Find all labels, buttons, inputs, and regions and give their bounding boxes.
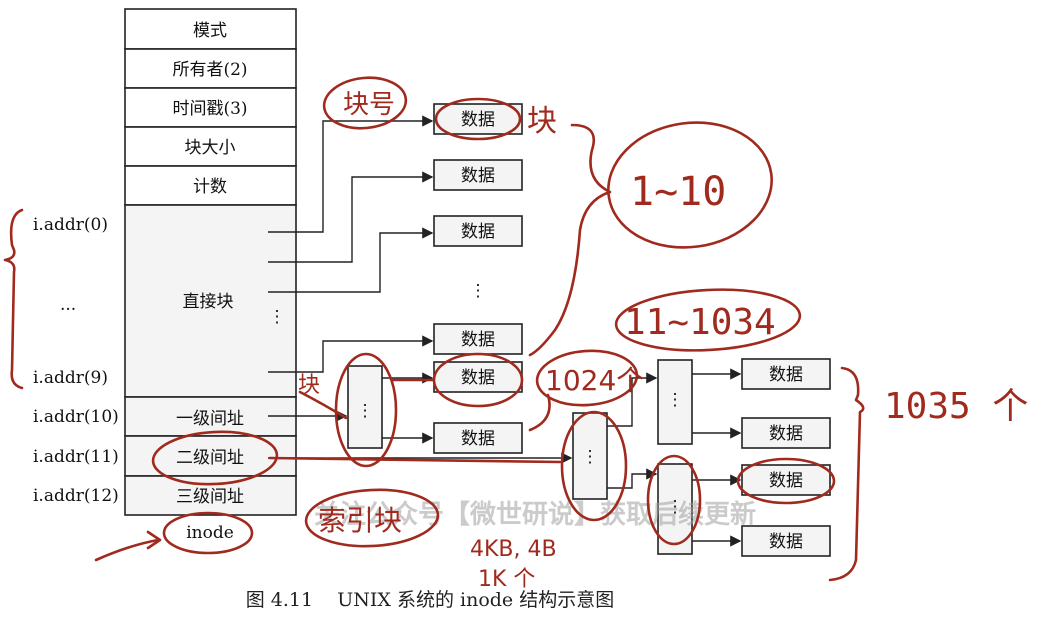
address-labels: i.addr(0) ... i.addr(9) i.addr(10) i.add… <box>33 215 119 506</box>
single-range-note: 11~1034 <box>624 302 776 343</box>
total-brace <box>828 366 865 582</box>
double-index-1-dots: ⋮ <box>582 447 599 467</box>
block-note: 块 <box>527 104 557 139</box>
double-index-circle <box>560 410 628 522</box>
direct-range-brace <box>528 123 612 357</box>
block-number-note: 块号 <box>343 90 395 120</box>
handwritten-annotations: 块号 块 1~10 11~1034 1024个 块 1035 个 <box>3 76 1028 592</box>
addr-label-9: i.addr(9) <box>33 368 108 388</box>
triple-indirect-label: 三级间址 <box>176 487 244 507</box>
field-mode-cell <box>124 8 297 50</box>
data-block-6-label: 数据 <box>461 429 495 449</box>
single-index-block <box>347 365 383 449</box>
size-note-2: 1K 个 <box>478 567 535 592</box>
data-block-8-label: 数据 <box>769 424 803 444</box>
field-timestamp-label: 时间戳(3) <box>172 99 247 119</box>
data-block-1 <box>433 103 523 135</box>
direct-blocks-cell <box>124 204 297 398</box>
inode-circle <box>162 511 254 555</box>
data-block-6 <box>433 422 523 454</box>
field-count-label: 计数 <box>193 177 227 197</box>
index-block-circle <box>304 488 440 548</box>
direct-pointer-arrows: ⋮ <box>268 115 487 373</box>
single-index-circle <box>334 352 398 468</box>
data-block-3-label: 数据 <box>461 222 495 242</box>
data-block-7 <box>741 358 831 390</box>
figure-caption: 图 4.11 UNIX 系统的 inode 结构示意图 <box>246 589 614 611</box>
double-indirect-structure: ⋮ ⋮ ⋮ 数据 数据 数据 数据 <box>268 358 831 557</box>
data-block-7-label: 数据 <box>769 365 803 385</box>
data-block-4 <box>433 323 523 355</box>
data-block-9-circle <box>736 457 836 505</box>
field-owner-cell <box>124 48 297 89</box>
field-blocksize-label: 块大小 <box>185 138 236 158</box>
count-1024-circle <box>535 349 639 407</box>
data-block-1-circle <box>434 97 522 141</box>
double-index-2-dots: ⋮ <box>667 390 684 410</box>
data-block-10-label: 数据 <box>769 532 803 552</box>
data-block-5-label: 数据 <box>461 368 495 388</box>
inode-label: inode <box>186 523 234 543</box>
total-count-note: 1035 个 <box>884 386 1028 427</box>
double-indirect-label: 二级间址 <box>176 448 244 468</box>
single-pointer-ink <box>298 390 348 420</box>
data-block-10 <box>741 525 831 557</box>
direct-range-circle <box>607 121 773 249</box>
data-block-3 <box>433 215 523 247</box>
double-pointer-ink <box>268 456 562 464</box>
data-block-9-label: 数据 <box>769 471 803 491</box>
addr-label-10: i.addr(10) <box>33 407 119 427</box>
triple-indirect-cell <box>124 475 297 516</box>
addr-label-ellipsis: ... <box>60 295 76 315</box>
block-number-circle <box>322 76 408 130</box>
left-brace-mark <box>3 208 24 390</box>
field-mode-label: 模式 <box>193 21 227 41</box>
single-index-dots: ⋮ <box>357 401 374 421</box>
watermark-text: 关注公众号【微世研说】获取后续更新 <box>314 499 756 530</box>
data-block-8 <box>741 417 831 449</box>
data-block-2 <box>433 159 523 191</box>
count-1024-note: 1024个 <box>545 364 644 397</box>
data-block-2-label: 数据 <box>461 166 495 186</box>
double-index-3-dots: ⋮ <box>667 497 684 517</box>
data-block-9 <box>741 464 831 496</box>
data-block-1-label: 数据 <box>461 110 495 130</box>
data-block-5-circle <box>432 352 524 408</box>
direct-block-dots: ⋮ <box>269 307 286 327</box>
direct-range-note: 1~10 <box>630 169 726 215</box>
size-note-1: 4KB, 4B <box>470 537 557 562</box>
index-block-note: 索引块 <box>318 504 402 537</box>
double-index-block-1 <box>572 412 608 500</box>
count-1024-tail <box>528 393 551 432</box>
inode-arrow-line <box>94 538 160 562</box>
direct-block-label: 直接块 <box>183 292 234 312</box>
inode-table: 模式 所有者(2) 时间戳(3) 块大小 计数 直接块 ⋮ 一级间址 二级间址 … <box>124 8 297 543</box>
single-range-circle <box>614 288 802 352</box>
addr-label-11: i.addr(11) <box>33 447 119 467</box>
addr-label-12: i.addr(12) <box>33 486 119 506</box>
double-index-block-2 <box>657 359 693 445</box>
single-indirect-label: 一级间址 <box>176 409 244 429</box>
field-blocksize-cell <box>124 126 297 167</box>
inode-arrow-head <box>146 530 162 550</box>
field-owner-label: 所有者(2) <box>172 60 247 80</box>
small-block-note: 块 <box>298 373 320 398</box>
double-index-3-circle <box>646 454 702 546</box>
addr-label-0: i.addr(0) <box>33 215 108 235</box>
direct-data-blocks: 数据 数据 数据 数据 <box>433 103 523 355</box>
double-indirect-circle <box>151 430 279 486</box>
data-block-4-label: 数据 <box>461 330 495 350</box>
direct-data-dots: ⋮ <box>470 281 487 301</box>
